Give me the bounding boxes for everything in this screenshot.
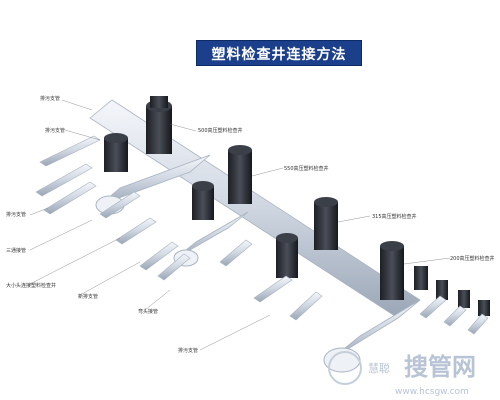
label-inspection-315: 315高压塑料检查井	[372, 213, 417, 220]
label-inspection-200: 200高压塑料检查井	[450, 255, 495, 262]
main-pipe	[89, 99, 421, 373]
inspection-shafts	[104, 96, 490, 316]
shaft-500	[146, 96, 172, 154]
label-lateral-pipe: 排污支管	[40, 95, 60, 102]
watermark-site: 搜管网	[404, 353, 476, 381]
page-title: 塑料检查井连接方法	[211, 47, 347, 63]
label-cross-inlet: 大小头连接塑料检查井	[6, 282, 56, 289]
shaft-550	[228, 145, 252, 204]
watermark-brand: 慧聪	[368, 361, 390, 375]
label-branch-pipe-a: 排污支管	[45, 127, 65, 134]
shaft-mid	[192, 181, 214, 220]
title-banner: 塑料检查井连接方法	[196, 40, 362, 66]
leader-lines	[27, 99, 451, 351]
shaft-315	[314, 197, 338, 250]
label-bottom-note: 排污支管	[178, 347, 198, 354]
watermark-logo-icon	[328, 351, 362, 385]
shaft-left-small	[104, 133, 128, 172]
label-tee: 三通接管	[6, 247, 26, 254]
label-elbow: 弯头接管	[138, 308, 158, 315]
shaft-200	[380, 241, 404, 300]
shaft-small-right	[414, 266, 490, 316]
watermark: 慧聪 搜管网 www.hcsgw.com	[328, 351, 476, 397]
label-main-pipe-note: 排污支管	[6, 211, 26, 218]
label-new-pipe: 新排支管	[78, 293, 98, 300]
watermark-url: www.hcsgw.com	[395, 387, 469, 397]
shaft-lower	[276, 233, 298, 278]
label-inspection-550: 550高压塑料检查井	[284, 165, 329, 172]
label-inspection-500: 500高压塑料检查井	[198, 127, 243, 134]
branch-pipes	[35, 135, 489, 335]
